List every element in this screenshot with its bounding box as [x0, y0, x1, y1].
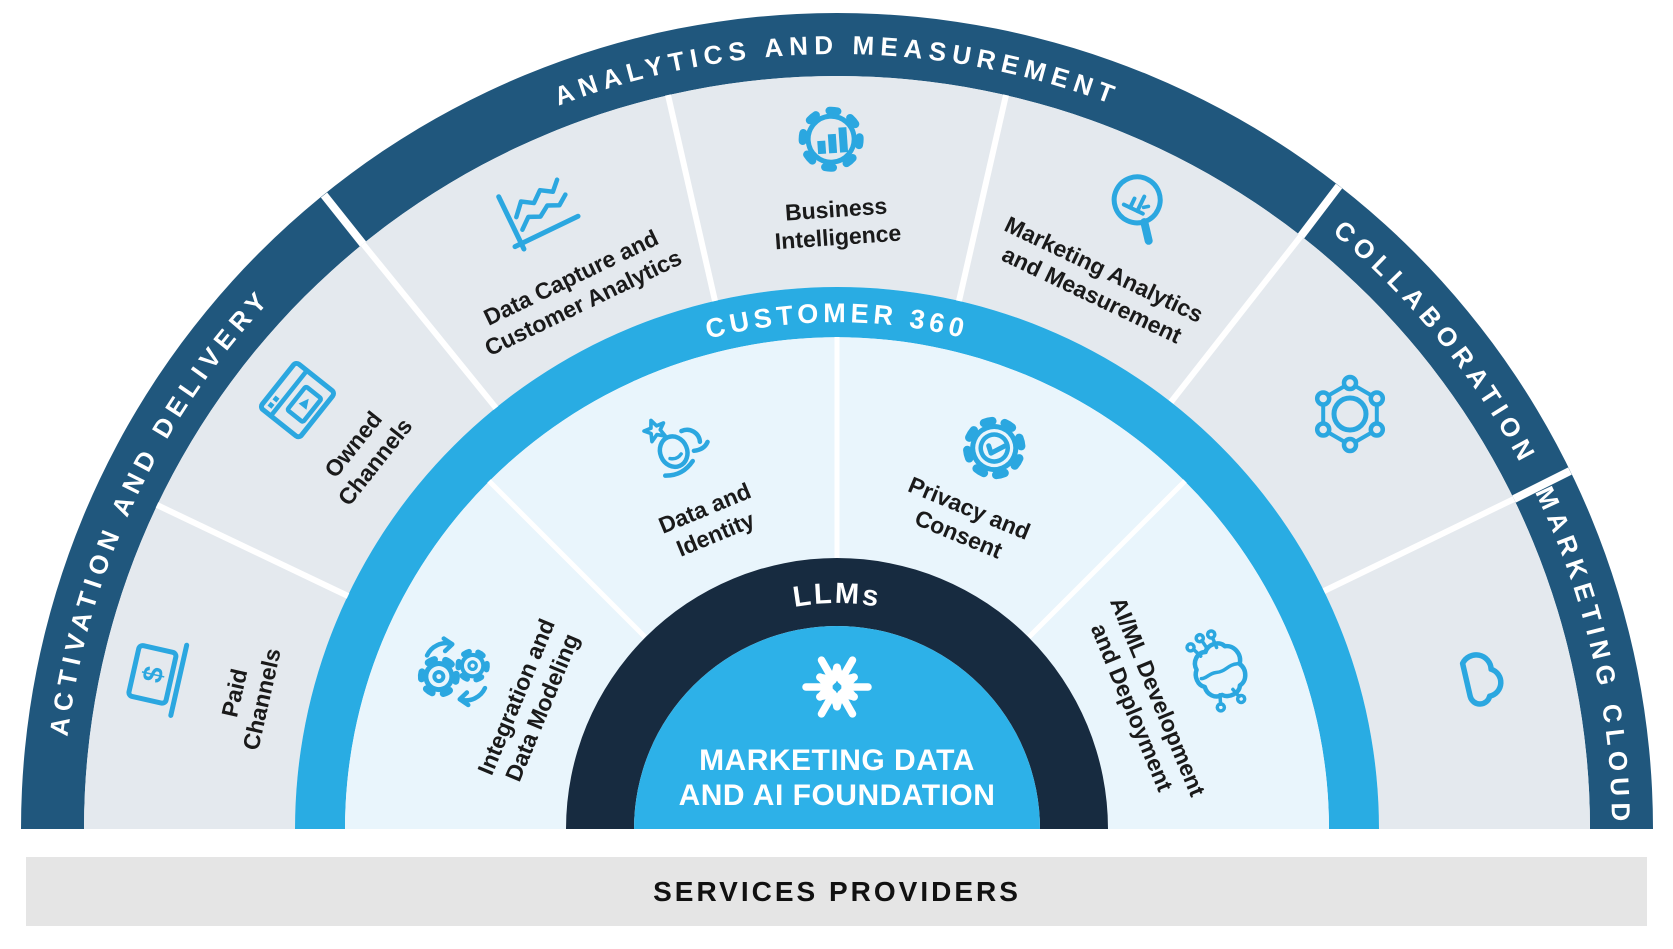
network-nodes-icon [1314, 374, 1386, 454]
gear-chart-icon [798, 106, 864, 172]
brain-circuit-icon [1185, 629, 1248, 713]
llm-ring-label: LLMs [791, 578, 883, 614]
magnifier-chart-icon [1111, 174, 1163, 245]
segment-divider [1322, 496, 1516, 594]
mid-ring-item-business-intelligence: Business Intelligence [774, 106, 902, 254]
dollar-glyph: $ [136, 663, 170, 685]
line-chart-icon [496, 177, 581, 252]
llm-ring [566, 558, 1108, 829]
segment-divider [1297, 183, 1343, 239]
core-title-line1: MARKETING DATA [699, 744, 975, 777]
segment-divider [665, 94, 718, 302]
inner-ring [345, 337, 1329, 829]
cloud-icon [1459, 652, 1504, 707]
segment-divider [487, 479, 647, 639]
segment-dividers [155, 94, 1572, 639]
segment-divider [320, 192, 367, 247]
browser-video-icon [258, 360, 336, 440]
laptop-dollar-icon: $ [126, 642, 190, 718]
mid-ring-item-marketing-cloud [1459, 652, 1504, 707]
segment-divider [1168, 234, 1304, 404]
segment-divider [360, 242, 499, 410]
gear-check-icon [962, 416, 1026, 480]
sync-gears-icon [417, 636, 490, 708]
mid-ring [84, 76, 1590, 829]
snowflake-logo [802, 656, 872, 718]
core-title-line2: AND AI FOUNDATION [679, 779, 996, 812]
segment-divider [956, 94, 1009, 302]
services-providers-label: SERVICES PROVIDERS [653, 876, 1021, 907]
people-star-icon [642, 418, 710, 478]
segment-divider [1027, 479, 1187, 639]
mid-ring-item-collaboration [1314, 374, 1386, 454]
core-semicircle [634, 626, 1040, 829]
segment-divider [1512, 467, 1572, 503]
segment-divider [155, 502, 350, 599]
services-providers-bar [26, 857, 1647, 926]
